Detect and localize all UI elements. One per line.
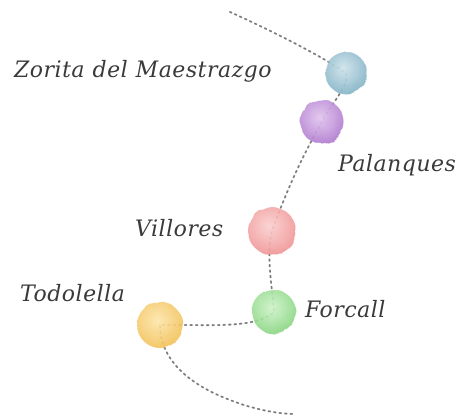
town-marker-todolella[interactable]: [137, 302, 183, 348]
town-label-todolella: Todolella: [20, 282, 126, 307]
town-marker-forcall[interactable]: [252, 290, 296, 334]
town-marker-palanques[interactable]: [300, 100, 344, 144]
town-label-villores: Villores: [135, 217, 224, 242]
town-marker-zorita[interactable]: [325, 52, 367, 94]
town-label-palanques: Palanques: [338, 152, 457, 177]
town-label-zorita: Zorita del Maestrazgo: [14, 58, 273, 83]
town-marker-villores[interactable]: [248, 207, 296, 255]
town-label-forcall: Forcall: [305, 298, 386, 323]
